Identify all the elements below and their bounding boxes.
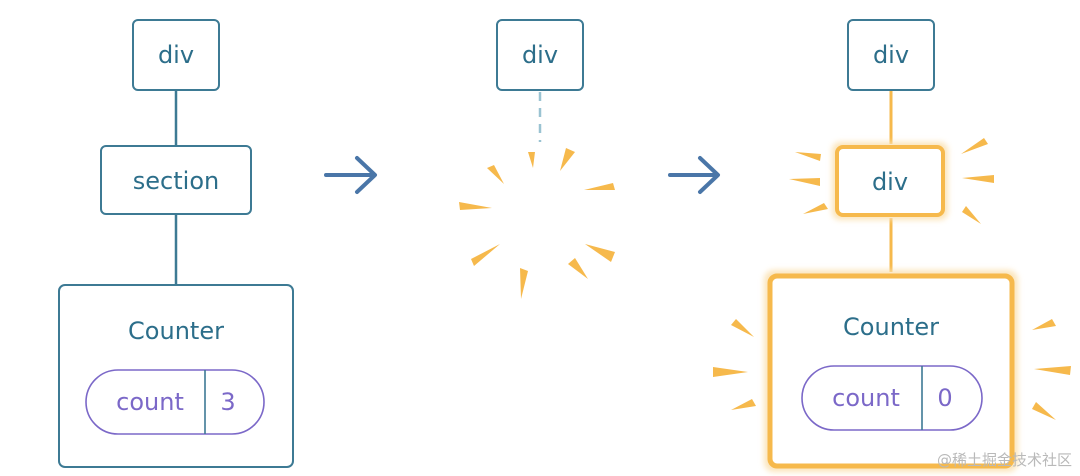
state-name-reset: count — [832, 384, 900, 412]
panel-transition: div — [459, 19, 615, 299]
panel-after: div div Counter — [713, 19, 1071, 472]
node-section: section — [100, 145, 252, 215]
node-counter-label: Counter — [128, 317, 224, 345]
state-pill-reset: count 0 — [801, 365, 983, 431]
node-new-div-label: div — [872, 168, 908, 196]
node-root-div-label: div — [158, 41, 194, 69]
arrow-right-icon — [668, 156, 720, 194]
node-new-div: div — [832, 142, 948, 220]
node-root-div-transition: div — [496, 19, 584, 91]
arrow-right-icon — [324, 156, 377, 194]
watermark: @稀土掘金技术社区 — [936, 451, 1072, 469]
burst-icon — [459, 148, 615, 299]
highlight-rays-icon — [789, 138, 994, 224]
panel-before: div section Counter count 3 — [58, 19, 294, 468]
node-root-div-after: div — [847, 19, 935, 91]
state-pill: count 3 — [85, 369, 265, 435]
node-counter-after: Counter count 0 — [764, 270, 1018, 472]
state-name: count — [116, 388, 184, 416]
node-root-div-transition-label: div — [522, 41, 558, 69]
node-root-div: div — [132, 19, 220, 91]
node-root-div-after-label: div — [873, 41, 909, 69]
highlight-rays-icon — [713, 319, 1071, 420]
node-counter-after-label: Counter — [843, 313, 939, 341]
node-section-label: section — [133, 167, 219, 195]
node-counter: Counter count 3 — [58, 284, 294, 468]
state-value-reset: 0 — [937, 384, 952, 412]
state-value: 3 — [220, 388, 235, 416]
